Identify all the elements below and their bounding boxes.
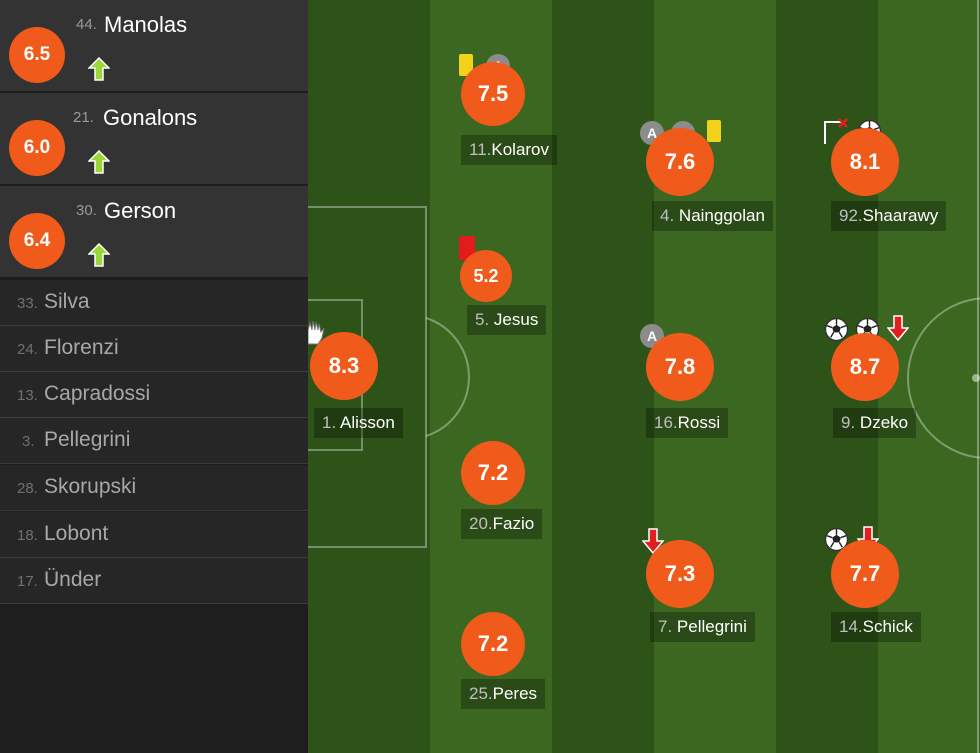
player-number: 1. [322, 413, 337, 432]
player-number: 13. [17, 387, 38, 404]
substitutes-panel: 6.5 44. Manolas 6.0 21. Gonalons 6.4 30.… [0, 0, 308, 753]
player-label[interactable]: 92.Shaarawy [831, 201, 947, 231]
player-name: Kolarov [491, 140, 550, 159]
player-rating: 8.1 [831, 128, 899, 196]
player-label[interactable]: 14.Schick [831, 612, 921, 642]
player-number: 11. [469, 140, 492, 159]
player-rating: 6.0 [9, 120, 65, 176]
sub-off-arrow-icon [887, 315, 909, 341]
player-name[interactable]: Gonalons [103, 105, 198, 130]
player-number: 28. [17, 480, 38, 497]
player-number: 4. [660, 206, 675, 225]
player-rating: 7.8 [646, 333, 714, 401]
player-number: 25. [469, 684, 493, 703]
player-label[interactable]: 11.Kolarov [461, 135, 558, 165]
player-number: 30. [76, 202, 97, 219]
player-label[interactable]: 5. Jesus [467, 305, 547, 335]
player-number: 3. [22, 433, 35, 450]
player-label[interactable]: 4. Nainggolan [652, 201, 773, 231]
player-number: 20. [469, 514, 493, 533]
player-name[interactable]: Manolas [104, 12, 188, 37]
bench-row[interactable]: 18. Lobont [0, 512, 308, 558]
player-name[interactable]: Silva [44, 290, 90, 313]
player-name: Pellegrini [676, 617, 747, 636]
player-label[interactable]: 9. Dzeko [833, 408, 917, 438]
pitch-markings [308, 0, 980, 753]
player-name[interactable]: Skorupski [44, 475, 137, 498]
player-label[interactable]: 25.Peres [461, 679, 546, 709]
sub-in-row[interactable]: 6.5 44. Manolas [0, 0, 308, 92]
player-number: 24. [17, 341, 38, 358]
sub-in-row[interactable]: 6.4 30. Gerson [0, 186, 308, 278]
bench-row[interactable]: 28. Skorupski [0, 465, 308, 511]
player-number: 44. [76, 16, 97, 33]
sub-in-arrow-icon [88, 150, 110, 174]
player-name[interactable]: Ünder [44, 568, 102, 591]
yellow-card-icon [707, 120, 721, 142]
player-rating: 7.2 [461, 441, 525, 505]
player-label[interactable]: 7. Pellegrini [650, 612, 755, 642]
player-label[interactable]: 20.Fazio [461, 509, 543, 539]
player-name[interactable]: Pellegrini [44, 428, 131, 451]
player-rating: 7.5 [461, 62, 525, 126]
player-label[interactable]: 16.Rossi [646, 408, 729, 438]
player-rating: 7.3 [646, 540, 714, 608]
bench-row[interactable]: 3. Pellegrini [0, 418, 308, 464]
sub-in-row[interactable]: 6.0 21. Gonalons [0, 93, 308, 185]
player-name: Fazio [492, 514, 535, 533]
player-name[interactable]: Capradossi [44, 382, 151, 405]
pitch: 8.3 1. Alisson A 7.5 11.Kolarov 5.2 5. J… [308, 0, 980, 753]
player-number: 7. [658, 617, 673, 636]
player-number: 5. [475, 310, 490, 329]
player-number: 17. [17, 573, 38, 590]
player-number: 14. [839, 617, 863, 636]
player-number: 16. [654, 413, 678, 432]
player-name: Schick [862, 617, 913, 636]
player-name: Shaarawy [862, 206, 939, 225]
player-name[interactable]: Gerson [104, 198, 177, 223]
grass-stripe [552, 0, 654, 753]
bench-row[interactable]: 17. Ünder [0, 558, 308, 604]
player-name: Nainggolan [678, 206, 765, 225]
player-rating: 5.2 [460, 250, 512, 302]
ball-icon [824, 527, 849, 552]
player-number: 92. [839, 206, 863, 225]
corner-flag-icon [824, 118, 848, 144]
ball-icon [824, 317, 849, 342]
bench-row[interactable]: 13. Capradossi [0, 372, 308, 418]
player-rating: 6.5 [9, 27, 65, 83]
player-rating: 8.3 [310, 332, 378, 400]
player-rating: 8.7 [831, 333, 899, 401]
player-rating: 6.4 [9, 213, 65, 269]
player-number: 33. [17, 295, 38, 312]
player-label[interactable]: 1. Alisson [314, 408, 403, 438]
goalkeeper-glove-icon [308, 320, 325, 345]
sub-in-arrow-icon [88, 243, 110, 267]
bench-row[interactable]: 24. Florenzi [0, 326, 308, 372]
player-rating: 7.2 [461, 612, 525, 676]
player-name: Alisson [339, 413, 395, 432]
player-name[interactable]: Florenzi [44, 336, 119, 359]
player-name[interactable]: Lobont [44, 522, 109, 545]
player-name: Dzeko [859, 413, 909, 432]
bench-row[interactable]: 33. Silva [0, 280, 308, 326]
sub-in-arrow-icon [88, 57, 110, 81]
player-rating: 7.7 [831, 540, 899, 608]
player-number: 18. [17, 527, 38, 544]
player-rating: 7.6 [646, 128, 714, 196]
player-name: Rossi [677, 413, 721, 432]
player-name: Peres [492, 684, 538, 703]
player-number: 9. [841, 413, 856, 432]
player-number: 21. [73, 109, 94, 126]
player-name: Jesus [493, 310, 539, 329]
